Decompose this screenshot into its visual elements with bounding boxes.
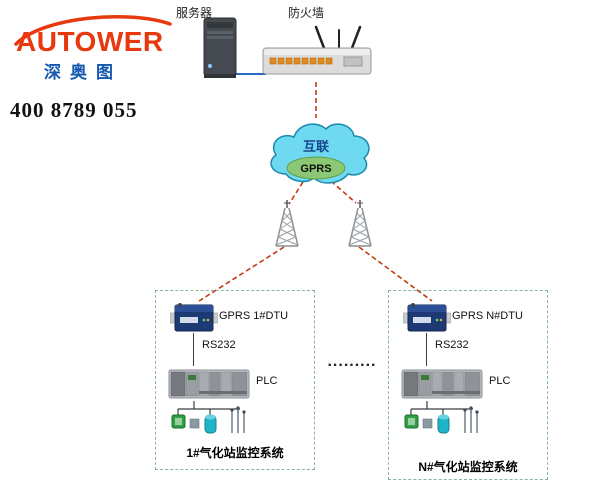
antenna-tower-left-icon xyxy=(275,200,299,247)
server-icon xyxy=(203,17,237,78)
station-title: 1#气化站监控系统 xyxy=(156,444,314,461)
server-label: 服务器 xyxy=(176,6,213,20)
station-title-text: 1#气化站监控系统 xyxy=(186,446,284,460)
plc-label: PLC xyxy=(489,375,511,387)
sensor-group-icon xyxy=(171,401,246,434)
dtu-label: GPRS N#DTU xyxy=(452,310,523,322)
station-title: N#气化站监控系统 xyxy=(389,458,547,475)
plc-label: PLC xyxy=(256,375,278,387)
plc-device-icon xyxy=(168,369,250,399)
rs232-label: RS232 xyxy=(202,339,236,351)
station-box-n: GPRS N#DTU RS232 PLC xyxy=(388,290,548,480)
sensor-probe-icons xyxy=(463,406,479,433)
network-cloud: 互联 GPRS xyxy=(270,123,370,184)
rs232-label: RS232 xyxy=(435,339,469,351)
cloud-left-antenna-link xyxy=(288,181,304,205)
firewall-label: 防火墙 xyxy=(288,6,325,20)
cloud-right-antenna-link xyxy=(330,180,357,204)
station-box-1: GPRS 1#DTU RS232 PLC xyxy=(155,290,315,470)
dtu-label: GPRS 1#DTU xyxy=(219,310,289,322)
ellipsis-separator: ......... xyxy=(327,353,377,370)
gprs-badge xyxy=(286,156,346,180)
sensor-probe-icons xyxy=(230,406,246,433)
logo-swoosh-icon xyxy=(14,15,172,46)
cloud-label: 互联 xyxy=(303,139,329,154)
sensor-box-icon xyxy=(422,418,433,429)
left-antenna-station-link xyxy=(198,246,285,302)
plc-device-icon xyxy=(401,369,483,399)
firewall-icon xyxy=(262,25,372,75)
right-antenna-station-link xyxy=(358,246,433,302)
brand-name: AUTOWER xyxy=(16,26,164,57)
phone-number: 400 8789 055 xyxy=(10,98,138,122)
dtu-plc-cable xyxy=(426,333,427,366)
brand-name-cn: 深奥图 xyxy=(44,63,122,82)
sensor-box-icon xyxy=(189,418,200,429)
logo: AUTOWER 深奥图 xyxy=(10,8,185,128)
sensor-group-icon xyxy=(404,401,479,434)
dtu-plc-cable xyxy=(193,333,194,366)
station-title-text: N#气化站监控系统 xyxy=(418,460,518,474)
antenna-tower-right-icon xyxy=(348,200,372,247)
dtu-device-icon xyxy=(170,303,218,332)
dtu-device-icon xyxy=(403,303,451,332)
gprs-badge-label: GPRS xyxy=(300,163,331,175)
firewall-ports xyxy=(269,57,333,65)
